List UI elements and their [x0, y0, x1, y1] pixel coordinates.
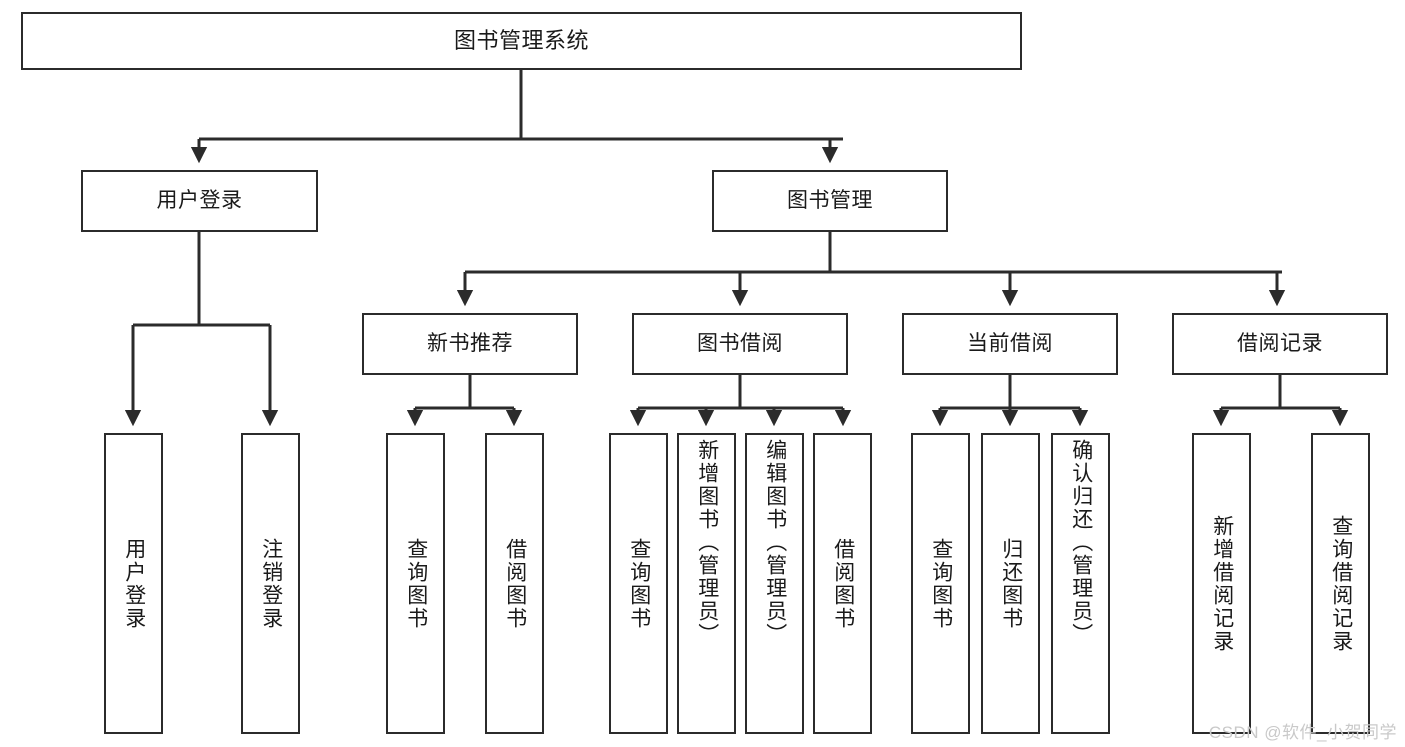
node-label: 图书管理系统	[453, 28, 589, 54]
node-label: 借阅图书	[503, 537, 527, 630]
node-label: 归还图书	[999, 537, 1023, 630]
leaf-user-login[interactable]: 用户登录	[104, 433, 163, 734]
node-label: 新增图书（管理员）	[695, 439, 719, 646]
node-label: 用户登录	[156, 188, 243, 212]
node-new-book-recommend[interactable]: 新书推荐	[362, 313, 578, 375]
node-label: 用户登录	[122, 537, 146, 630]
leaf-recommend-query-book[interactable]: 查询图书	[386, 433, 445, 734]
node-user-login[interactable]: 用户登录	[81, 170, 318, 232]
node-label: 借阅图书	[831, 537, 855, 630]
leaf-recommend-borrow-book[interactable]: 借阅图书	[485, 433, 544, 734]
node-label: 新增借阅记录	[1210, 514, 1234, 653]
leaf-borrow-edit-book-admin[interactable]: 编辑图书（管理员）	[745, 433, 804, 734]
node-label: 查询图书	[929, 537, 953, 630]
leaf-current-query-book[interactable]: 查询图书	[911, 433, 970, 734]
leaf-borrow-query-book[interactable]: 查询图书	[609, 433, 668, 734]
node-label: 查询图书	[404, 537, 428, 630]
node-label: 编辑图书（管理员）	[763, 439, 787, 646]
node-label: 图书借阅	[697, 331, 783, 355]
node-label: 注销登录	[259, 537, 283, 630]
node-label: 当前借阅	[967, 331, 1053, 355]
node-label: 图书管理	[787, 188, 873, 212]
node-book-borrow[interactable]: 图书借阅	[632, 313, 848, 375]
node-book-management[interactable]: 图书管理	[712, 170, 948, 232]
node-label: 查询图书	[627, 537, 651, 630]
node-label: 新书推荐	[427, 331, 513, 355]
node-label: 查询借阅记录	[1329, 514, 1353, 653]
node-label: 借阅记录	[1237, 331, 1323, 355]
node-current-borrow[interactable]: 当前借阅	[902, 313, 1118, 375]
node-borrow-record[interactable]: 借阅记录	[1172, 313, 1388, 375]
leaf-borrow-add-book-admin[interactable]: 新增图书（管理员）	[677, 433, 736, 734]
leaf-user-logout[interactable]: 注销登录	[241, 433, 300, 734]
leaf-record-add-record[interactable]: 新增借阅记录	[1192, 433, 1251, 734]
leaf-record-query-record[interactable]: 查询借阅记录	[1311, 433, 1370, 734]
leaf-borrow-borrow-book[interactable]: 借阅图书	[813, 433, 872, 734]
node-label: 确认归还（管理员）	[1069, 439, 1093, 646]
leaf-current-confirm-return-admin[interactable]: 确认归还（管理员）	[1051, 433, 1110, 734]
leaf-current-return-book[interactable]: 归还图书	[981, 433, 1040, 734]
node-root-system[interactable]: 图书管理系统	[21, 12, 1022, 70]
